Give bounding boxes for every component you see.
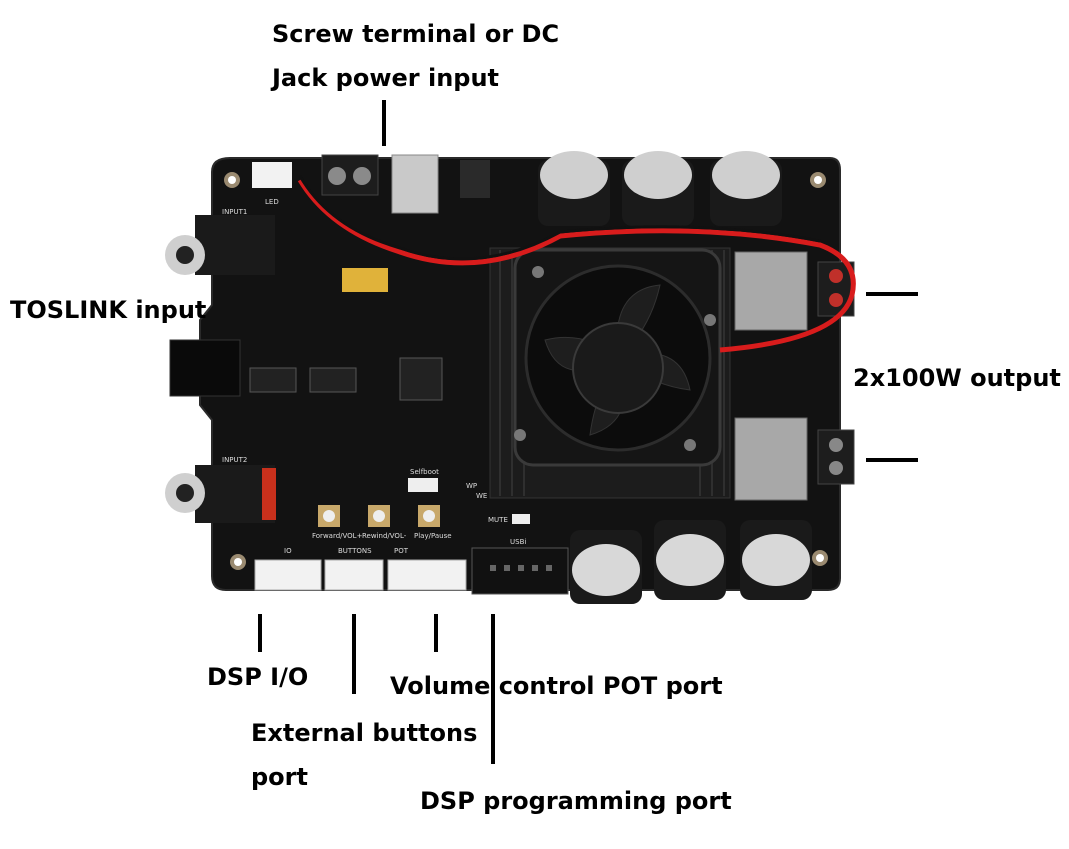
silk-selfboot: Selfboot: [410, 468, 439, 476]
label-volume-pot: Volume control POT port: [390, 672, 723, 700]
leader-power: [382, 100, 386, 146]
leader-dsp-io: [258, 614, 262, 652]
silk-pot: POT: [394, 547, 409, 555]
selfboot-jumpers: [408, 478, 438, 492]
chip-a: [249, 367, 297, 393]
silk-rewind: Rewind/VOL-: [362, 532, 407, 540]
io-connector: [254, 559, 322, 591]
label-power-input-line2: Jack power input: [272, 64, 500, 92]
regulator: [460, 160, 490, 198]
label-output: 2x100W output: [853, 364, 1061, 392]
label-power-input-line1: Screw terminal or DC: [272, 20, 560, 48]
capacitors-bottom: [570, 520, 812, 604]
leader-buttons: [352, 614, 356, 694]
silk-we: WE: [476, 492, 487, 500]
rca-input-1: [195, 215, 275, 275]
pot-connector: [387, 559, 467, 591]
silk-input1: INPUT1: [222, 208, 247, 216]
toslink-connector: [169, 339, 241, 397]
silk-forward: Forward/VOL+: [312, 532, 363, 540]
label-external-buttons-line1: External buttons: [251, 719, 478, 747]
label-toslink: TOSLINK input: [10, 296, 207, 324]
rca-input-2: [195, 465, 275, 523]
silk-usbi: USBi: [510, 538, 526, 546]
dc-jack: [391, 154, 439, 214]
mute-jumper: [512, 514, 530, 524]
silk-play: Play/Pause: [414, 532, 452, 540]
led-connector: [252, 162, 292, 188]
push-buttons: [318, 505, 440, 527]
mounting-holes: [224, 172, 828, 570]
label-external-buttons-line2: port: [251, 763, 308, 791]
leader-output-top: [866, 292, 918, 296]
leader-pot: [434, 614, 438, 652]
silk-io: IO: [284, 547, 292, 555]
silk-mute: MUTE: [488, 516, 508, 524]
chip-b: [309, 367, 357, 393]
silk-buttons: BUTTONS: [338, 547, 372, 555]
label-dsp-programming: DSP programming port: [420, 787, 732, 815]
capacitors-top: [538, 151, 782, 226]
red-wire: [297, 178, 856, 353]
buttons-connector: [324, 559, 384, 591]
silk-input2: INPUT2: [222, 456, 247, 464]
silk-wp: WP: [466, 482, 477, 490]
silk-led: LED: [265, 198, 279, 206]
inductor-top: [734, 251, 808, 331]
dsp-chip: [399, 357, 443, 401]
inductor-bottom: [734, 417, 808, 501]
leader-output-bottom: [866, 458, 918, 462]
label-dsp-io: DSP I/O: [207, 663, 309, 691]
leader-dsp-programming: [491, 614, 495, 764]
dip-switch: [342, 268, 388, 292]
